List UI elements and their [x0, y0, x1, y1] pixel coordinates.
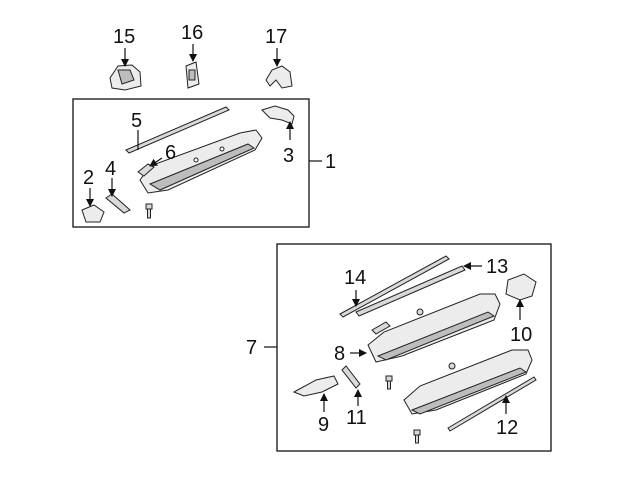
part-2-end-cap	[81, 204, 105, 223]
part-1-rocker-cover	[139, 129, 263, 194]
callout-8: 8	[334, 343, 345, 365]
leader-6	[149, 157, 163, 167]
callout-3: 3	[283, 145, 294, 167]
callout-4: 4	[105, 158, 116, 180]
callout-16: 16	[181, 22, 203, 44]
callout-15: 15	[113, 26, 135, 48]
callout-13: 13	[486, 256, 508, 278]
bolt-lower-2	[413, 429, 421, 444]
part-9-end-cap	[292, 375, 339, 397]
part-6-clip	[137, 163, 155, 177]
part-3-bracket	[261, 105, 295, 125]
callout-5: 5	[131, 110, 142, 132]
part-11-clip	[341, 365, 361, 389]
callout-14: 14	[344, 267, 366, 289]
callout-2: 2	[83, 167, 94, 189]
callout-7: 7	[246, 337, 257, 359]
part-17-bracket	[265, 65, 293, 89]
part-12-molding	[447, 376, 537, 432]
callout-17: 17	[265, 26, 287, 48]
small-clip-lower	[371, 321, 391, 335]
part-5-molding	[125, 106, 230, 154]
part-10-bracket	[505, 273, 537, 301]
part-16-clip	[185, 61, 200, 89]
fastener-lower-2	[448, 362, 456, 370]
part-14-molding	[339, 255, 450, 318]
part-12-rocker-panel	[403, 349, 533, 415]
callout-9: 9	[318, 414, 329, 436]
part-8-rocker-panel	[367, 293, 501, 363]
part-4-clip	[105, 193, 131, 214]
fastener-lower-1	[416, 308, 424, 316]
callout-10: 10	[510, 324, 532, 346]
callout-1: 1	[325, 151, 336, 173]
callout-12: 12	[496, 417, 518, 439]
callout-11: 11	[346, 407, 367, 429]
bolt-upper	[145, 203, 153, 219]
callout-6: 6	[165, 142, 176, 164]
bolt-lower-1	[385, 375, 393, 390]
part-15-bracket	[109, 64, 142, 91]
part-13-molding	[355, 265, 466, 317]
group-box-upper	[72, 98, 310, 228]
